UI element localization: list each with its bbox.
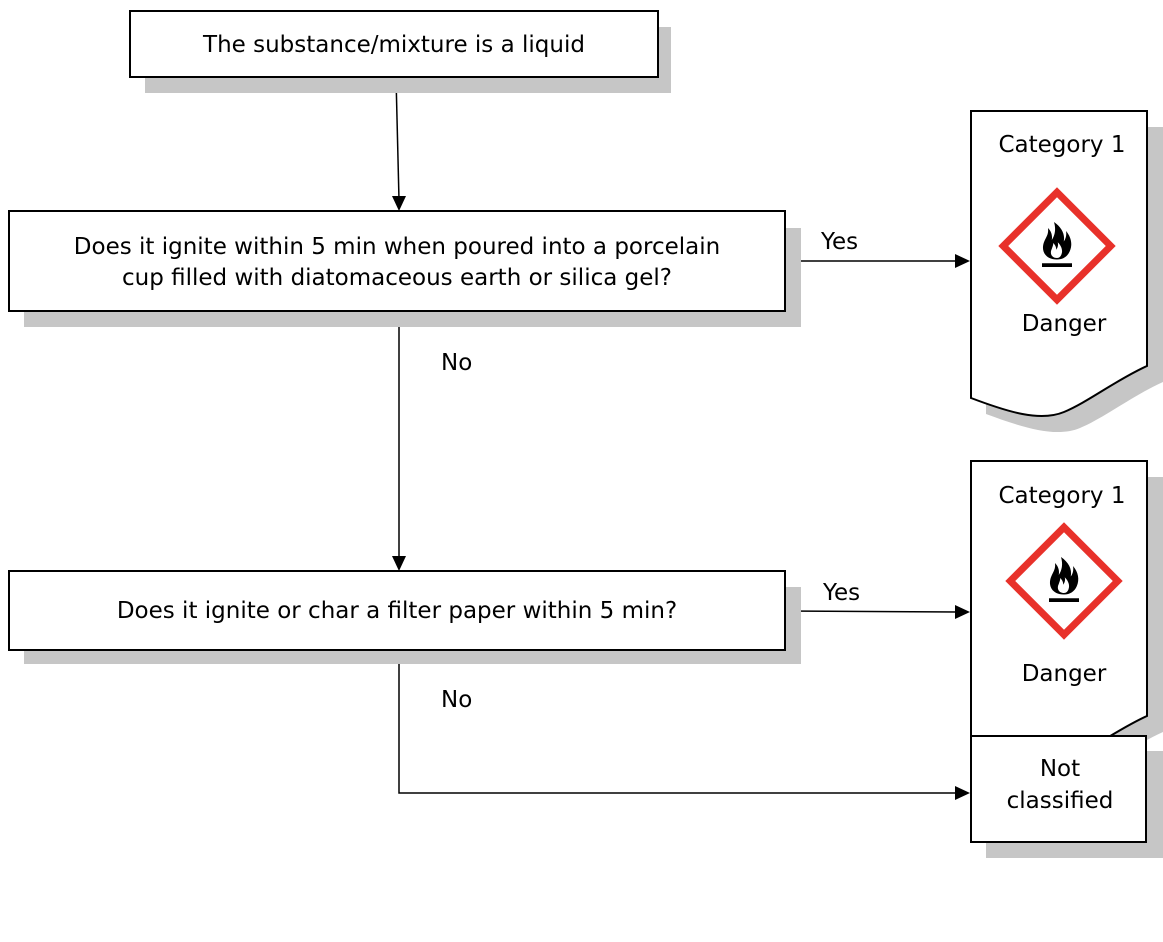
question-2-text: Does it ignite or char a filter paper wi… xyxy=(117,598,677,624)
arrowhead xyxy=(955,605,970,619)
start-node-text: The substance/mixture is a liquid xyxy=(202,32,585,58)
flame-pictogram-icon xyxy=(1005,522,1123,640)
arrowhead xyxy=(392,196,406,211)
edge-q2-yes xyxy=(784,610,959,613)
connectors xyxy=(392,76,970,800)
edge-start-to-q1 xyxy=(395,76,400,201)
q1-no-label: No xyxy=(441,350,472,376)
q1-yes-label: Yes xyxy=(820,229,858,255)
result-1-signal-word: Danger xyxy=(1022,311,1107,337)
result-1-node: Category 1 Danger xyxy=(970,110,1163,433)
arrowhead xyxy=(955,254,970,268)
start-node: The substance/mixture is a liquid xyxy=(129,10,671,93)
result-2-category: Category 1 xyxy=(998,483,1125,509)
arrowhead xyxy=(392,556,406,571)
edge-q2-no xyxy=(398,650,958,794)
question-1-line-2: cup filled with diatomaceous earth or si… xyxy=(122,265,672,291)
result-1-category: Category 1 xyxy=(998,132,1125,158)
flame-pictogram-icon xyxy=(998,187,1116,305)
question-2-node: Does it ignite or char a filter paper wi… xyxy=(8,570,801,664)
not-classified-line-2: classified xyxy=(1007,788,1114,814)
question-1-node: Does it ignite within 5 min when poured … xyxy=(8,210,801,327)
arrowhead xyxy=(955,786,970,800)
question-1-line-1: Does it ignite within 5 min when poured … xyxy=(74,234,720,260)
not-classified-node: Not classified xyxy=(970,735,1163,858)
q2-no-label: No xyxy=(441,687,472,713)
q2-yes-label: Yes xyxy=(822,580,860,606)
result-2-node: Category 1 Danger xyxy=(970,460,1163,783)
not-classified-line-1: Not xyxy=(1040,756,1080,782)
result-2-signal-word: Danger xyxy=(1022,661,1107,687)
